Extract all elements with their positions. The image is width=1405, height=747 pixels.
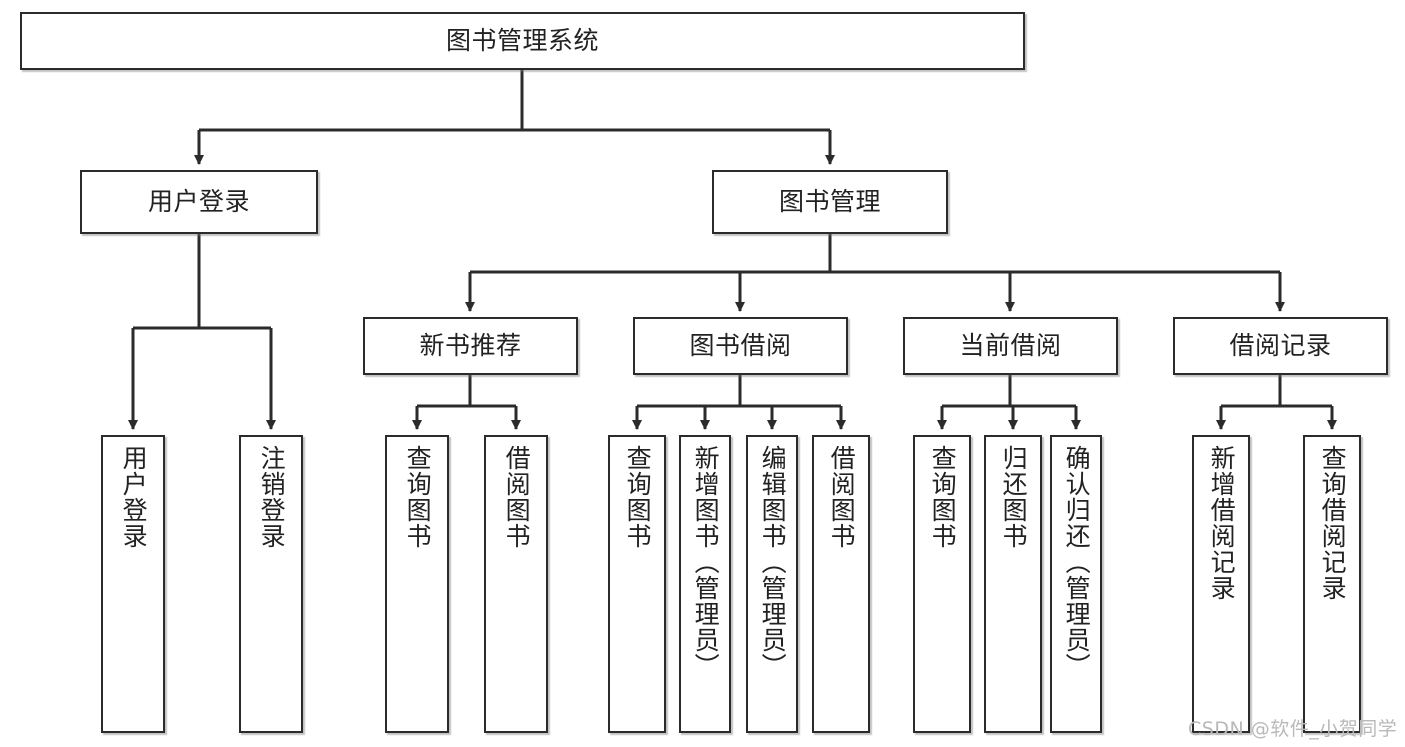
- node-book-manage-label: 图书管理: [778, 187, 881, 217]
- node-user-login[interactable]: 用户登录: [80, 170, 318, 234]
- node-leaf-query-book-rec[interactable]: 查询图书: [385, 435, 449, 733]
- node-current-borrow[interactable]: 当前借阅: [903, 317, 1118, 375]
- node-leaf-logout[interactable]: 注销登录: [239, 435, 303, 733]
- node-leaf-query-record[interactable]: 查询借阅记录: [1303, 435, 1361, 733]
- node-leaf-return-book[interactable]: 归还图书: [984, 435, 1042, 733]
- node-leaf-edit-book[interactable]: 编辑图书（管理员）: [746, 435, 798, 733]
- node-leaf-edit-book-label: 编辑图书（管理员）: [758, 445, 788, 679]
- watermark-text: CSDN @软件_小贺同学: [1188, 718, 1398, 740]
- node-leaf-query-book-borrow[interactable]: 查询图书: [608, 435, 666, 733]
- node-leaf-borrow-book[interactable]: 借阅图书: [812, 435, 870, 733]
- node-book-borrow[interactable]: 图书借阅: [633, 317, 848, 375]
- node-leaf-borrow-book-label: 借阅图书: [827, 445, 857, 549]
- node-leaf-user-login-label: 用户登录: [119, 445, 149, 549]
- node-borrow-record-label: 借阅记录: [1229, 331, 1332, 361]
- node-leaf-confirm-return[interactable]: 确认归还（管理员）: [1050, 435, 1102, 733]
- node-leaf-user-login[interactable]: 用户登录: [101, 435, 165, 733]
- node-borrow-record[interactable]: 借阅记录: [1173, 317, 1388, 375]
- node-leaf-confirm-return-label: 确认归还（管理员）: [1062, 445, 1092, 679]
- node-leaf-return-book-label: 归还图书: [999, 445, 1029, 549]
- node-leaf-query-book-current[interactable]: 查询图书: [913, 435, 971, 733]
- node-root-label: 图书管理系统: [445, 26, 599, 56]
- node-new-book-recommend[interactable]: 新书推荐: [363, 317, 578, 375]
- node-current-borrow-label: 当前借阅: [959, 331, 1062, 361]
- node-leaf-add-book[interactable]: 新增图书（管理员）: [679, 435, 731, 733]
- node-leaf-borrow-book-rec-label: 借阅图书: [502, 445, 532, 549]
- node-leaf-borrow-book-rec[interactable]: 借阅图书: [484, 435, 548, 733]
- node-book-borrow-label: 图书借阅: [689, 331, 792, 361]
- node-book-manage[interactable]: 图书管理: [712, 170, 948, 234]
- node-leaf-query-record-label: 查询借阅记录: [1318, 445, 1348, 601]
- node-new-book-recommend-label: 新书推荐: [419, 331, 522, 361]
- node-leaf-add-record[interactable]: 新增借阅记录: [1192, 435, 1250, 733]
- node-user-login-label: 用户登录: [147, 187, 250, 217]
- node-leaf-add-record-label: 新增借阅记录: [1207, 445, 1237, 601]
- node-root[interactable]: 图书管理系统: [20, 12, 1025, 70]
- node-leaf-add-book-label: 新增图书（管理员）: [691, 445, 721, 679]
- node-leaf-query-book-borrow-label: 查询图书: [623, 445, 653, 549]
- node-leaf-logout-label: 注销登录: [257, 445, 287, 549]
- node-leaf-query-book-current-label: 查询图书: [928, 445, 958, 549]
- node-leaf-query-book-rec-label: 查询图书: [403, 445, 433, 549]
